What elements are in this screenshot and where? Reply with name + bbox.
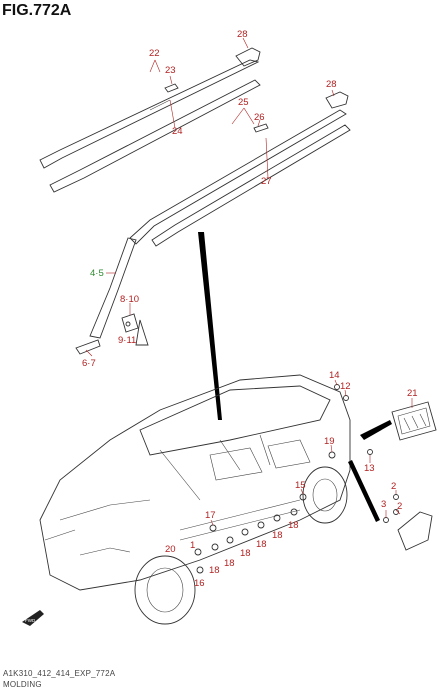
callout-12: 12	[340, 381, 351, 392]
fwd-direction-badge: FWD	[22, 610, 44, 626]
callout-3: 3	[381, 499, 386, 510]
callout-2a: 2	[391, 481, 396, 492]
pillar-garnish	[89, 237, 137, 339]
figure-title: FIG.772A	[2, 2, 72, 19]
fuel-lid	[397, 511, 433, 551]
callout-18c: 18	[256, 539, 267, 550]
callout-18f: 18	[209, 565, 220, 576]
callout-28a: 28	[237, 29, 248, 40]
clip-23	[164, 83, 179, 93]
callout-20: 20	[165, 544, 176, 555]
callout-21: 21	[407, 388, 418, 399]
callout-2b: 2	[397, 501, 402, 512]
callout-13: 13	[364, 463, 375, 474]
pointer-rear	[348, 420, 392, 522]
vehicle-outline	[39, 374, 351, 625]
callout-15: 15	[295, 480, 306, 491]
roof-end-cap-lower	[325, 91, 349, 109]
leader-lines	[85, 37, 413, 526]
footer-section: MOLDING	[3, 680, 42, 689]
callout-16: 16	[194, 578, 205, 589]
callout-17: 17	[205, 510, 216, 521]
rear-reflector-21	[391, 401, 437, 441]
clip-26	[253, 123, 269, 133]
callout-6-7: 6·7	[82, 358, 96, 369]
fasteners	[194, 384, 399, 574]
callout-28b: 28	[326, 79, 337, 90]
callout-19: 19	[324, 436, 335, 447]
footer-code: A1K310_412_414_EXP_772A	[3, 669, 116, 678]
pillar-clip	[121, 313, 149, 346]
roof-molding-lower	[129, 109, 351, 247]
roof-end-cap-upper	[235, 47, 261, 67]
callout-23: 23	[165, 65, 176, 76]
pointer-roof	[198, 232, 222, 420]
callout-18d: 18	[240, 548, 251, 559]
callout-4-5: 4·5	[90, 268, 104, 279]
callout-8-10: 8·10	[120, 294, 139, 305]
lower-trim-piece	[75, 339, 101, 355]
callout-14: 14	[329, 370, 340, 381]
callout-22: 22	[149, 48, 160, 59]
callout-24: 24	[172, 126, 183, 137]
callout-18a: 18	[288, 520, 299, 531]
callout-27: 27	[261, 176, 272, 187]
roof-molding-upper	[39, 59, 261, 193]
callout-1: 1	[190, 540, 195, 551]
callout-18b: 18	[272, 530, 283, 541]
callout-25: 25	[238, 97, 249, 108]
callout-18e: 18	[224, 558, 235, 569]
callout-labels: 28 22 23 24 28 25 26 27 4·5 8·10 9·11 6·…	[82, 29, 418, 589]
fwd-label: FWD	[25, 618, 36, 623]
callout-9-11: 9·11	[118, 335, 136, 346]
callout-26: 26	[254, 112, 265, 123]
